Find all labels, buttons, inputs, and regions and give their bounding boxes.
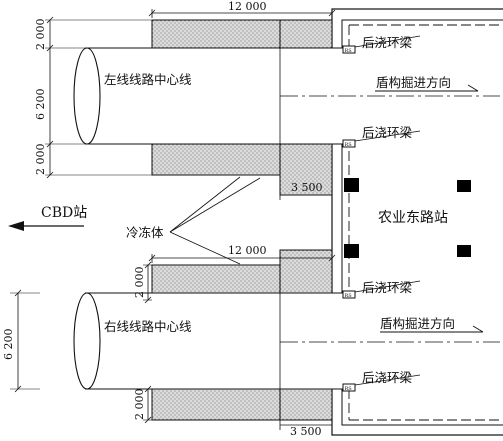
column-block xyxy=(344,178,359,192)
dim-step-bottom: 3 500 xyxy=(290,425,322,438)
dim-step-top: 3 500 xyxy=(291,181,323,194)
frozen-body-leaders xyxy=(169,176,261,265)
station-name: 农业东路站 xyxy=(378,210,448,226)
ring-beam-label-2: 后浇环梁 xyxy=(362,125,413,140)
ring-beam-markers: RS RS RS RS xyxy=(342,35,421,392)
dim-side-low: 2 000 xyxy=(34,144,47,176)
ring-beam-label-3: 后浇环梁 xyxy=(362,280,413,295)
ring-beam-label-4: 后浇环梁 xyxy=(362,370,413,385)
column-block xyxy=(457,180,471,192)
dim-side-mid: 6 200 xyxy=(34,89,47,121)
right-line-tunnel xyxy=(73,292,500,390)
left-line-tunnel xyxy=(73,47,500,145)
dimension-step-top xyxy=(279,175,332,200)
station-columns xyxy=(344,178,471,258)
frozen-body-label: 冷冻体 xyxy=(126,225,164,240)
column-block xyxy=(457,245,471,257)
dimension-mid xyxy=(148,254,336,263)
shield-direction-arrow-icon xyxy=(380,325,484,333)
dim-lower-low: 2 000 xyxy=(133,389,146,421)
dimension-step-bottom xyxy=(279,420,332,430)
ring-beam-tag: RS xyxy=(345,293,353,299)
right-line-label: 右线线路中心线 xyxy=(104,319,192,334)
dimension-top xyxy=(148,9,336,18)
shield-direction-arrow-icon xyxy=(375,84,479,92)
left-line-label: 左线线路中心线 xyxy=(104,72,192,87)
ring-beam-label-1: 后浇环梁 xyxy=(362,35,413,50)
dim-mid-length: 12 000 xyxy=(228,244,267,257)
ring-beam-tag: RS xyxy=(345,142,353,148)
ring-beam-tag: RS xyxy=(345,48,353,54)
ring-beam-tag: RS xyxy=(345,386,353,392)
dim-lower-span: 6 200 xyxy=(2,329,15,361)
dim-side-top: 2 000 xyxy=(34,19,47,51)
shield-direction-label-lower: 盾构掘进方向 xyxy=(380,316,455,331)
dim-top-length: 12 000 xyxy=(228,0,267,13)
dimension-left-lower xyxy=(10,261,152,424)
shield-direction-label-upper: 盾构掘进方向 xyxy=(376,75,451,90)
column-block xyxy=(344,244,359,258)
cbd-station-label: CBD站 xyxy=(41,205,87,221)
dimension-left-upper xyxy=(45,16,152,179)
cbd-arrow-icon xyxy=(8,221,84,231)
dim-lower-upper: 2 000 xyxy=(133,267,146,299)
